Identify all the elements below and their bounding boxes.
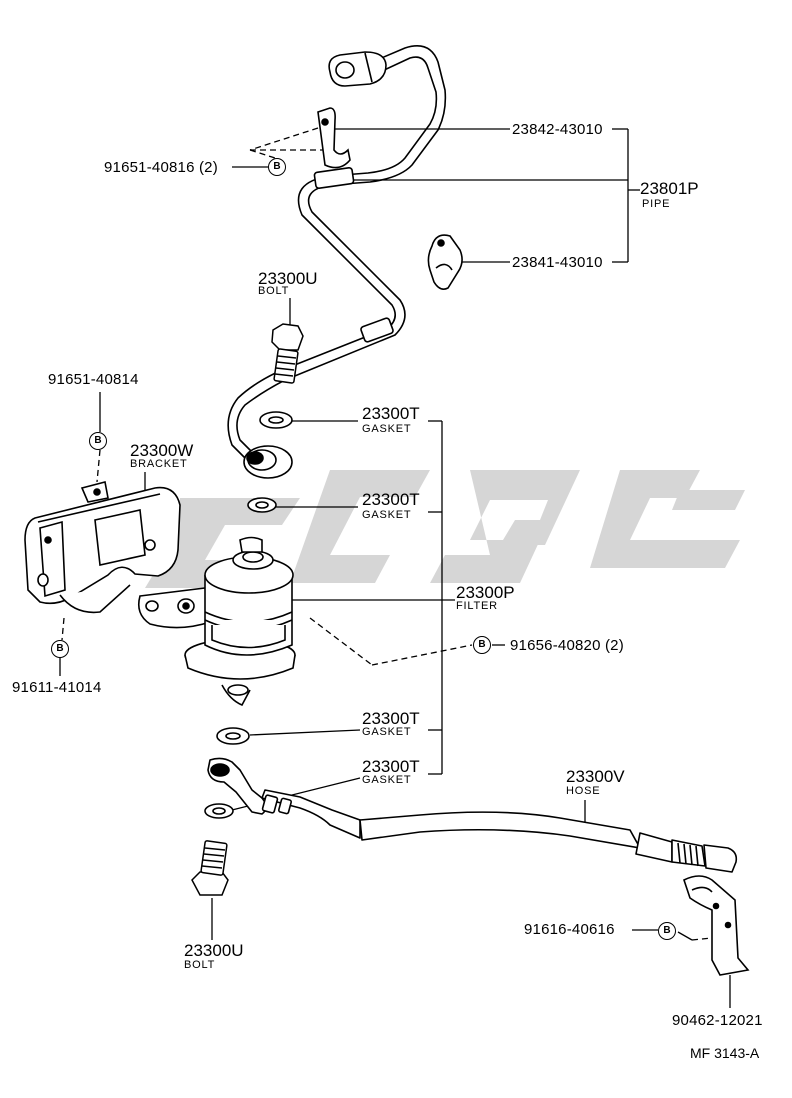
ref-91656-40820: 91656-40820 (2) (510, 637, 624, 654)
part-gasket-1-name: GASKET (362, 423, 412, 435)
bolt-bottom (191, 840, 229, 896)
ref-90462-12021: 90462-12021 (672, 1012, 763, 1029)
ref-23842-43010: 23842-43010 (512, 121, 603, 138)
bolt-top (271, 323, 304, 384)
clamp-lower (427, 234, 463, 290)
hose-bolt-mark-b: B (658, 922, 676, 940)
part-bolt-bottom: 23300U (184, 941, 244, 960)
part-hose: 23300V (566, 767, 625, 786)
clamp-upper (313, 107, 355, 189)
figure-code: MF 3143-A (690, 1045, 760, 1061)
part-gasket-3-name: GASKET (362, 726, 412, 738)
part-bolt-top-name: BOLT (258, 285, 290, 297)
pipe-fitting-bottom (243, 445, 293, 479)
ref-91651-40816: 91651-40816 (2) (104, 159, 218, 176)
bracket-bolt-mark-b-top: B (89, 432, 107, 450)
ref-91651-40814: 91651-40814 (48, 371, 139, 388)
fuel-filter (137, 536, 296, 707)
gaskets (204, 411, 293, 819)
part-bracket-name: BRACKET (130, 458, 188, 470)
fuel-hose (207, 757, 738, 873)
fuel-pipe (227, 45, 447, 459)
part-bolt-top: 23300U (258, 269, 318, 288)
ref-91611-41014: 91611-41014 (12, 679, 102, 696)
part-bracket: 23300W (130, 441, 194, 460)
part-hose-name: HOSE (566, 785, 601, 797)
pipe-sleeve (360, 317, 394, 343)
part-gasket-2-name: GASKET (362, 509, 412, 521)
bolt-ref-mark-b: B (268, 158, 286, 176)
part-23801P: 23801P (640, 179, 699, 198)
filter-bolt-mark-b: B (473, 636, 491, 654)
bracket (24, 481, 181, 614)
bracket-bolt-mark-b-bottom: B (51, 640, 69, 658)
part-pipe-name: PIPE (642, 198, 671, 210)
pipe-fitting-top (328, 51, 387, 87)
part-gasket-1: 23300T (362, 404, 420, 423)
ref-23841-43010: 23841-43010 (512, 254, 603, 271)
part-bolt-bottom-name: BOLT (184, 959, 216, 971)
part-gasket-4-name: GASKET (362, 774, 412, 786)
hose-clamp (683, 875, 750, 976)
part-filter-name: FILTER (456, 600, 498, 612)
part-gasket-3: 23300T (362, 709, 420, 728)
leader-lines (59, 127, 731, 1008)
part-gasket-2: 23300T (362, 490, 420, 509)
part-filter: 23300P (456, 583, 515, 602)
ref-91616-40616: 91616-40616 (524, 921, 615, 938)
part-gasket-4: 23300T (362, 757, 420, 776)
